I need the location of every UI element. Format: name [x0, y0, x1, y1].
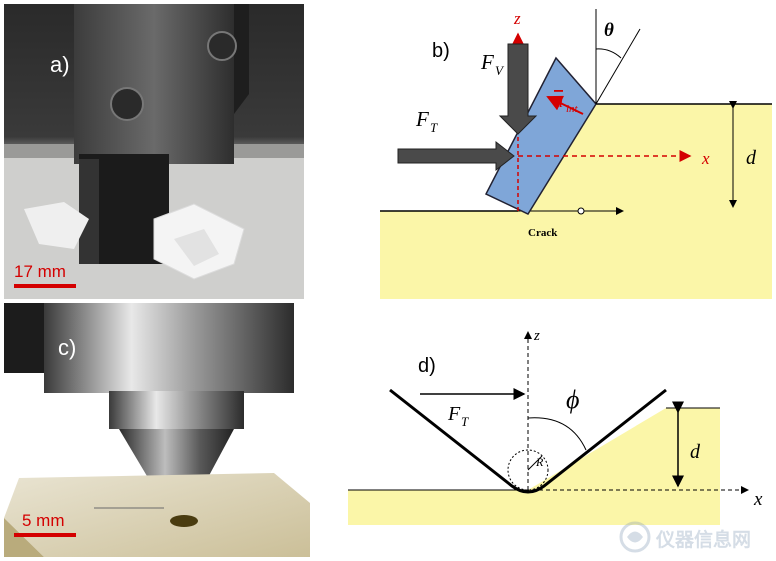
- force-tangential-label: F: [415, 107, 429, 131]
- crack-label: Crack: [528, 227, 558, 239]
- force-tangential-sub: T: [461, 414, 469, 429]
- specimen: [380, 104, 772, 299]
- vertical-force-arrow: [498, 43, 538, 135]
- depth-label: d: [746, 147, 757, 169]
- specimen: [348, 408, 720, 525]
- x-axis-label: x: [753, 489, 763, 510]
- tip-radius-circle: [507, 449, 549, 491]
- radius-label: R: [535, 455, 544, 469]
- theta-label: θ: [604, 20, 614, 41]
- panel-c-scale-text: 5 mm: [22, 511, 65, 530]
- watermark: 仪器信息网: [618, 520, 768, 554]
- force-tangential-sub: T: [430, 120, 438, 135]
- phi-arc: [527, 417, 587, 451]
- force-vertical-sub: V: [495, 63, 505, 78]
- panel-a-scale-text: 17 mm: [14, 262, 66, 281]
- normal-vector-label: n: [554, 91, 563, 111]
- z-axis-label: z: [513, 9, 521, 28]
- force-tangential-label: F: [447, 403, 461, 425]
- panel-b-svg: b) z x F V F T n int θ d Crack: [380, 9, 772, 299]
- theta-arc: [595, 48, 622, 59]
- bolt-icon: [110, 87, 144, 121]
- phi-label: ϕ: [566, 385, 579, 414]
- panel-c-scale-bar: [14, 533, 76, 537]
- panel-c-image: [4, 303, 310, 557]
- watermark-logo-icon: [619, 521, 651, 553]
- normal-vector-arrow: [546, 95, 584, 115]
- z-axis-label: z: [533, 328, 540, 344]
- bolt-icon: [207, 31, 237, 61]
- panel-a-scale-bar: [14, 284, 76, 288]
- tangential-force-arrow: [397, 140, 515, 172]
- panel-d-label: d): [418, 355, 436, 377]
- v-tool: [389, 388, 667, 494]
- rake-face-line: [595, 28, 641, 105]
- panel-d-diagram: d) z x F T ϕ R d: [340, 320, 772, 557]
- panel-c-photo: c) 5 mm: [4, 303, 310, 557]
- watermark-text: 仪器信息网: [656, 529, 752, 551]
- force-vertical-label: F: [480, 50, 494, 74]
- panel-a-photo: a) 17 mm: [4, 4, 304, 299]
- panel-c-label: c): [58, 335, 77, 360]
- panel-b-label: b): [432, 40, 450, 62]
- cutting-tool: [484, 56, 597, 215]
- panel-b-diagram: b) z x F V F T n int θ d Crack: [378, 4, 772, 299]
- x-axis-label: x: [701, 149, 710, 168]
- panel-a-image: [4, 4, 304, 299]
- depth-label: d: [690, 441, 701, 463]
- panel-a-label: a): [50, 52, 70, 77]
- normal-vector-sub: int: [566, 103, 579, 115]
- panel-d-svg: d) z x F T ϕ R d: [348, 328, 763, 525]
